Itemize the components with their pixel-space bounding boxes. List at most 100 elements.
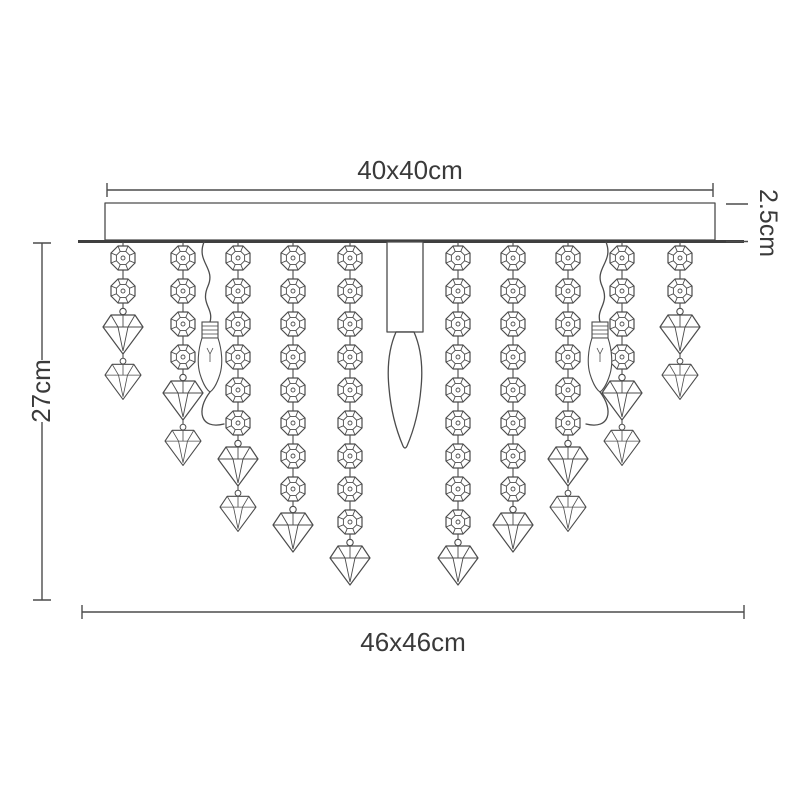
octagon-bead-icon [280,311,306,337]
crystal-strand [492,242,534,553]
octagon-bead-icon [445,509,471,535]
plate-body [104,202,716,241]
octagon-bead-icon [337,443,363,469]
octagon-bead-icon [667,278,693,304]
lamp-socket [386,241,424,333]
octagon-bead-icon [500,278,526,304]
octagon-bead-icon [500,245,526,271]
octagon-bead-icon [337,410,363,436]
octagon-bead-icon [280,410,306,436]
octagon-bead-icon [280,476,306,502]
left-lamp [197,241,225,426]
octagon-bead-icon [280,377,306,403]
octagon-bead-icon [445,410,471,436]
diamond-pendant-icon [164,423,202,466]
candle-bulb-icon [197,321,223,393]
octagon-bead-icon [170,278,196,304]
dimension-label-right: 2.5cm [754,189,782,257]
octagon-bead-icon [500,344,526,370]
lamp-wire-tail [585,391,609,426]
crystal-strand [102,242,144,400]
lamp-wire [201,241,212,323]
crystal-strand [547,242,589,532]
diamond-pendant-icon [659,307,701,355]
octagon-bead-icon [170,311,196,337]
octagon-bead-icon [225,377,251,403]
octagon-bead-icon [337,344,363,370]
octagon-bead-icon [555,311,581,337]
dimension-label-bottom: 46x46cm [360,627,466,657]
lamp-wire [598,241,609,323]
octagon-bead-icon [445,377,471,403]
octagon-bead-icon [609,278,635,304]
crystal-strands [102,242,701,586]
crystal-strand [272,242,314,553]
octagon-bead-icon [609,245,635,271]
diamond-pendant-icon [329,538,371,586]
octagon-bead-icon [609,311,635,337]
octagon-bead-icon [280,344,306,370]
octagon-bead-icon [445,311,471,337]
octagon-bead-icon [500,410,526,436]
diamond-pendant-icon [437,538,479,586]
octagon-bead-icon [445,476,471,502]
octagon-bead-icon [555,344,581,370]
diamond-pendant-icon [219,489,257,532]
octagon-bead-icon [225,278,251,304]
octagon-bead-icon [445,344,471,370]
octagon-bead-icon [170,245,196,271]
octagon-bead-icon [170,344,196,370]
diamond-pendant-icon [217,439,259,487]
ceiling-plate [78,202,744,243]
octagon-bead-icon [110,245,136,271]
octagon-bead-icon [445,443,471,469]
octagon-bead-icon [337,476,363,502]
octagon-bead-icon [445,245,471,271]
diamond-pendant-icon [102,307,144,355]
diamond-pendant-icon [272,505,314,553]
octagon-bead-icon [280,443,306,469]
center-lamp [386,241,424,449]
dimension-bottom: 46x46cm [81,605,745,657]
octagon-bead-icon [445,278,471,304]
octagon-bead-icon [555,245,581,271]
octagon-bead-icon [280,245,306,271]
lamp-wire-tail [201,391,225,426]
crystal-strand [162,242,204,466]
dimension-label-left: 27cm [26,359,56,423]
dimension-label-top: 40x40cm [357,155,463,185]
diamond-pendant-icon [104,357,142,400]
crystal-strand [601,242,643,466]
octagon-bead-icon [667,245,693,271]
octagon-bead-icon [337,245,363,271]
crystal-strand [329,242,371,586]
octagon-bead-icon [555,278,581,304]
octagon-bead-icon [225,245,251,271]
octagon-bead-icon [500,377,526,403]
octagon-bead-icon [337,377,363,403]
diamond-pendant-icon [549,489,587,532]
octagon-bead-icon [225,311,251,337]
dimension-left: 27cm [26,242,56,601]
diamond-pendant-icon [162,373,204,421]
octagon-bead-icon [555,377,581,403]
crystal-strand [437,242,479,586]
dimension-top: 40x40cm [106,155,714,197]
octagon-bead-icon [500,476,526,502]
diamond-pendant-icon [661,357,699,400]
candle-bulb-icon [587,321,613,393]
octagon-bead-icon [337,278,363,304]
octagon-bead-icon [337,311,363,337]
octagon-bead-icon [337,509,363,535]
octagon-bead-icon [500,311,526,337]
octagon-bead-icon [225,344,251,370]
octagon-bead-icon [555,410,581,436]
dimension-right: 2.5cm [726,189,782,257]
candle-bulb [387,331,423,449]
octagon-bead-icon [110,278,136,304]
crystal-strand [659,242,701,400]
diamond-pendant-icon [547,439,589,487]
diamond-pendant-icon [603,423,641,466]
